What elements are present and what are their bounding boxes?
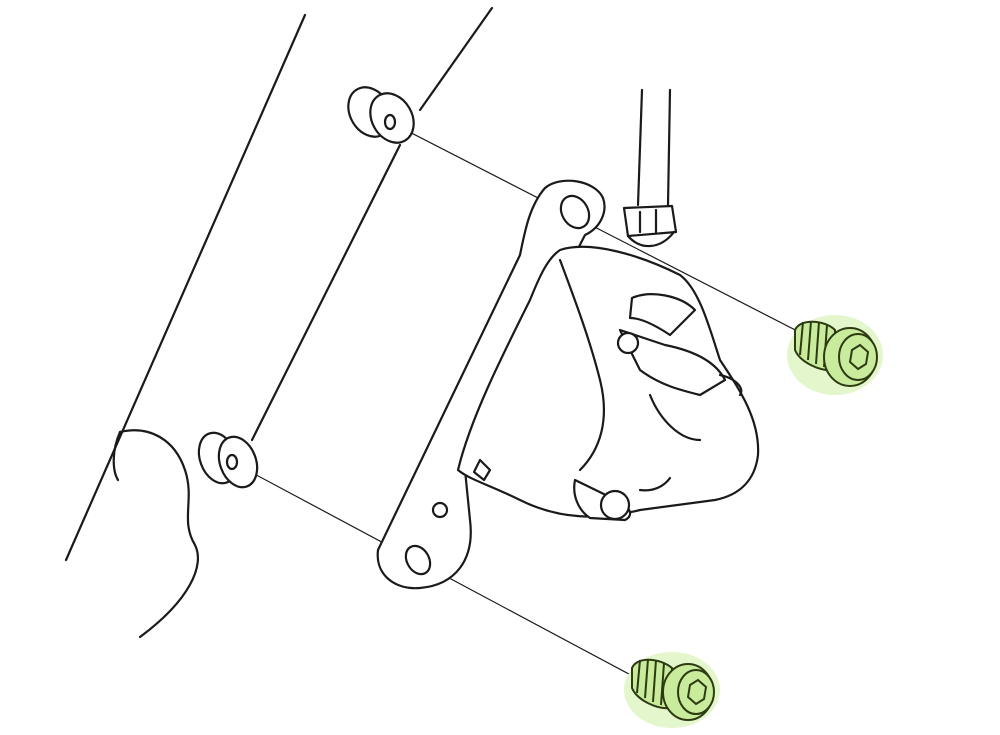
guide-line-upper bbox=[389, 121, 806, 336]
washer-lower bbox=[197, 431, 259, 489]
brake-hose bbox=[622, 88, 678, 248]
mounting-bolt-upper bbox=[787, 315, 883, 395]
fork-leg bbox=[64, 6, 494, 639]
mounting-bolt-lower bbox=[624, 652, 720, 728]
washer-upper bbox=[347, 86, 415, 144]
brake-caliper bbox=[456, 245, 760, 522]
